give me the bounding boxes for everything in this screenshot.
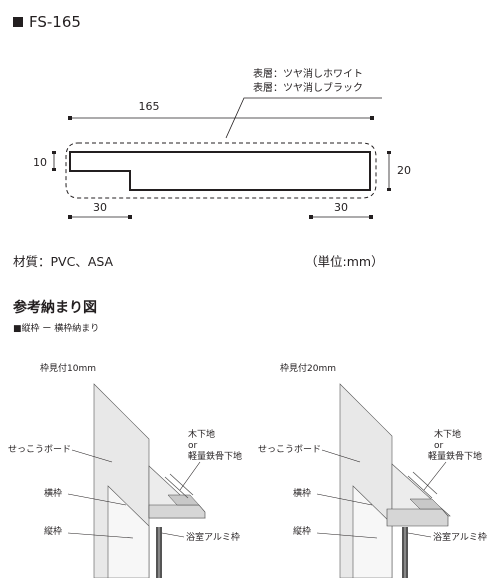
- leader-board: [71, 449, 113, 463]
- finish-label-2: 表層：ツヤ消しブラック: [253, 81, 363, 94]
- leader-substrate: [179, 461, 201, 491]
- leader-substrate: [423, 461, 447, 491]
- dim-notch-left-label: 30: [93, 201, 107, 214]
- leader-vertical-frame: [67, 532, 134, 539]
- dim-width-tick-right: [370, 116, 374, 120]
- dim-notch-right-tick-right: [369, 215, 373, 219]
- material-label: 材質：PVC、ASA: [13, 254, 114, 269]
- label-substrate-or: or: [434, 441, 444, 451]
- dim-thickness-left-tick-top: [52, 151, 56, 154]
- title-square-icon: [13, 17, 23, 27]
- dim-thickness-right-tick-bottom: [387, 188, 391, 191]
- label-substrate-2: 軽量鉄骨下地: [428, 450, 482, 462]
- dim-notch-left-tick-right: [128, 215, 132, 219]
- frame-bar: [148, 504, 206, 519]
- reference-subheading: ■縦枠 ー 横枠納まり: [13, 322, 99, 334]
- substrate-edge-line-1: [407, 475, 433, 499]
- dim-thickness-left-label: 10: [33, 156, 47, 169]
- dim-notch-right-label: 30: [334, 201, 348, 214]
- product-title: FS-165: [29, 13, 81, 31]
- dim-thickness-right-label: 20: [397, 164, 411, 177]
- leader-horizontal-frame: [316, 493, 373, 506]
- label-substrate-1: 木下地: [434, 428, 461, 440]
- label-horizontal-frame: 横枠: [44, 487, 62, 499]
- leader-horizontal-frame: [67, 493, 127, 506]
- dim-width-tick-left: [68, 116, 72, 120]
- leader-bath-frame: [407, 532, 432, 538]
- label-substrate-2: 軽量鉄骨下地: [188, 450, 242, 462]
- label-board: せっこうボード: [258, 444, 321, 455]
- dim-thickness-right-tick-top: [387, 151, 391, 154]
- leader-bath-frame: [161, 532, 185, 538]
- label-bath-frame: 浴室アルミ枠: [433, 531, 487, 543]
- unit-label: （単位:mm）: [305, 254, 384, 269]
- reference-heading: 参考納まり図: [13, 299, 97, 316]
- label-vertical-frame: 縦枠: [44, 525, 62, 537]
- dim-notch-right-tick-left: [309, 215, 313, 219]
- frame-bar: [386, 508, 449, 527]
- aluminum-rail-top: [167, 494, 200, 506]
- substrate-edge-line-2: [412, 471, 438, 495]
- label-substrate-or: or: [188, 441, 198, 451]
- leader-board: [321, 449, 361, 463]
- substrate-edge-line-1: [164, 476, 189, 499]
- label-horizontal-frame: 横枠: [293, 487, 311, 499]
- label-bath-frame: 浴室アルミ枠: [186, 531, 240, 543]
- label-board: せっこうボード: [8, 444, 71, 455]
- leader-vertical-frame: [316, 532, 378, 539]
- profile-section-drawing: 表層：ツヤ消しホワイト 表層：ツヤ消しブラック 165 10 20 30 30: [33, 67, 411, 219]
- substrate-edge-line-2: [169, 473, 194, 496]
- detail-10mm: 枠見付10mm せっこうボード 木下地 or 軽量鉄骨下地 横枠 縦枠 浴室アル…: [8, 362, 242, 579]
- label-substrate-1: 木下地: [188, 428, 215, 440]
- finish-leader-line: [225, 97, 382, 139]
- finish-label-1: 表層：ツヤ消しホワイト: [253, 67, 363, 80]
- aluminum-rail-top: [409, 498, 443, 510]
- finish-dashed-outline: [65, 142, 377, 199]
- detail-caption: 枠見付10mm: [40, 362, 96, 374]
- dim-width-label: 165: [139, 100, 160, 113]
- detail-caption: 枠見付20mm: [280, 362, 336, 374]
- dim-notch-left-tick-left: [68, 215, 72, 219]
- profile-outline: [69, 151, 371, 191]
- detail-20mm: 枠見付20mm せっこうボード 木下地 or 軽量鉄骨下地 横枠 縦枠 浴室アル…: [258, 362, 487, 579]
- label-vertical-frame: 縦枠: [293, 525, 311, 537]
- dim-thickness-left-tick-bottom: [52, 168, 56, 171]
